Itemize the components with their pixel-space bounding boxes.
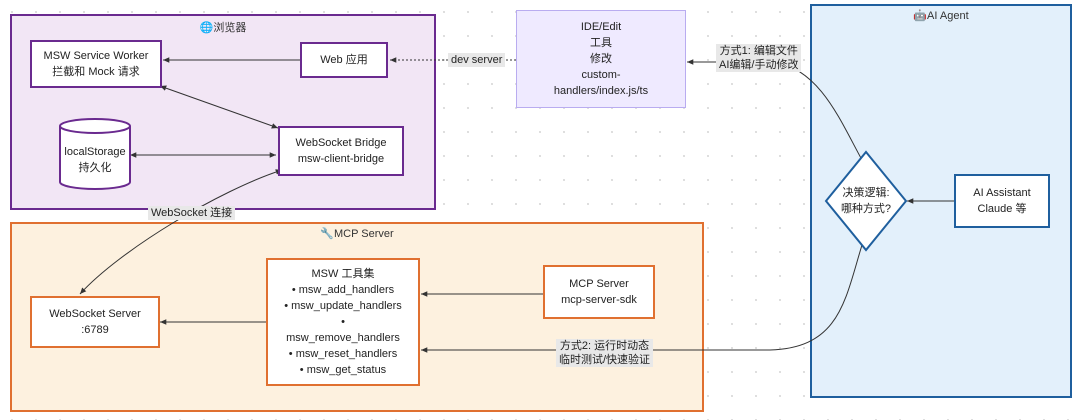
ide-line-1: IDE/Edit [580, 21, 622, 33]
edge-decision-to-tools [421, 244, 863, 353]
method-1-line-2: AI编辑/手动修改 [719, 59, 799, 71]
method-2-line-2: 临时测试/快速验证 [559, 354, 651, 366]
mcp-group-title: 🔧MCP Server [12, 227, 702, 240]
agent-group-label: AI Agent [927, 10, 969, 22]
msw-tools-node[interactable]: MSW 工具集 • msw_add_handlers • msw_update_… [266, 258, 420, 386]
ws-server-title: WebSocket Server [49, 308, 141, 320]
bridge-title: WebSocket Bridge [295, 137, 387, 149]
ai-assistant-subtitle: Claude 等 [977, 203, 1027, 215]
msw-tool-item: msw_remove_handlers [286, 332, 400, 344]
mcp-sdk-subtitle: mcp-server-sdk [561, 294, 637, 306]
msw-tool-item: • msw_get_status [299, 364, 387, 376]
bridge-subtitle: msw-client-bridge [297, 153, 385, 165]
robot-icon: 🤖 [913, 10, 928, 22]
msw-tools-title: MSW 工具集 [311, 268, 375, 280]
msw-tool-item: • msw_reset_handlers [288, 348, 398, 360]
ide-line-2: 工具 [590, 37, 612, 49]
msw-worker-title: MSW Service Worker [43, 50, 149, 62]
agent-group-title: 🤖AI Agent [812, 9, 1070, 22]
decision-diamond[interactable] [824, 150, 908, 252]
edge-decision-to-ide [687, 59, 863, 161]
msw-worker-subtitle: 拦截和 Mock 请求 [52, 66, 140, 78]
edge-label-dev-server: dev server [448, 53, 506, 67]
mcp-server-sdk-node[interactable]: MCP Server mcp-server-sdk [543, 265, 655, 319]
local-storage-title: localStorage [64, 146, 126, 158]
globe-icon: 🌐 [199, 22, 214, 34]
local-storage-subtitle: 持久化 [78, 162, 112, 174]
local-storage-cylinder [59, 118, 131, 190]
ide-edit-node[interactable]: IDE/Edit 工具 修改 custom- handlers/index.js… [516, 10, 686, 108]
msw-service-worker-node[interactable]: MSW Service Worker 拦截和 Mock 请求 [30, 40, 162, 88]
mcp-group-label: MCP Server [334, 228, 394, 240]
websocket-bridge-node[interactable]: WebSocket Bridge msw-client-bridge [278, 126, 404, 176]
edge-label-websocket: WebSocket 连接 [148, 206, 236, 220]
method-1-line-1: 方式1: 编辑文件 [719, 45, 798, 57]
msw-tool-item: • msw_update_handlers [284, 300, 402, 312]
edge-label-method-2: 方式2: 运行时动态 临时测试/快速验证 [556, 339, 654, 367]
msw-tool-item: • [341, 316, 345, 328]
browser-group-label: 浏览器 [213, 22, 247, 34]
method-2-line-1: 方式2: 运行时动态 [559, 340, 650, 352]
web-app-label: Web 应用 [320, 54, 368, 66]
browser-group-title: 🌐浏览器 [12, 19, 434, 35]
ide-line-3: 修改 [590, 53, 612, 65]
decision-line-2: 哪种方式? [840, 203, 892, 215]
web-app-node[interactable]: Web 应用 [300, 42, 388, 78]
ws-server-port: :6789 [81, 324, 109, 336]
wrench-icon: 🔧 [320, 228, 334, 240]
decision-line-1: 决策逻辑: [842, 187, 890, 199]
ide-line-5: handlers/index.js/ts [553, 85, 649, 97]
mcp-sdk-title: MCP Server [569, 278, 629, 290]
msw-tool-item: • msw_add_handlers [291, 284, 395, 296]
edge-worker-bridge [159, 85, 279, 129]
ide-line-4: custom- [581, 69, 621, 81]
local-storage-node[interactable]: localStorage 持久化 [60, 140, 130, 180]
edge-label-method-1: 方式1: 编辑文件 AI编辑/手动修改 [716, 44, 802, 72]
decision-label: 决策逻辑: 哪种方式? [830, 184, 902, 218]
websocket-server-node[interactable]: WebSocket Server :6789 [30, 296, 160, 348]
ai-assistant-title: AI Assistant [973, 187, 1031, 199]
ai-assistant-node[interactable]: AI Assistant Claude 等 [954, 174, 1050, 228]
edge-bridge-wsserver [79, 169, 283, 295]
